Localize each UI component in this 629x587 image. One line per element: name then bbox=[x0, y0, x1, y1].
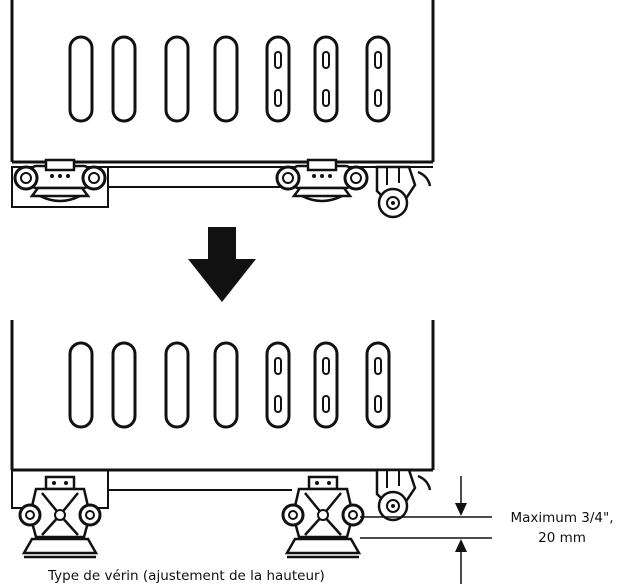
appliance-bottom bbox=[10, 320, 435, 559]
appliance-top bbox=[10, 0, 435, 219]
height-dimension bbox=[360, 476, 492, 584]
leveling-foot-right-top bbox=[275, 158, 369, 203]
leveling-foot-left-top bbox=[13, 158, 107, 203]
down-arrow-icon bbox=[188, 227, 256, 302]
caster-wheel-top bbox=[375, 165, 417, 219]
diagram-caption: Type de vérin (ajustement de la hauteur) bbox=[47, 568, 325, 584]
max-height-label-line1: Maximum 3/4", bbox=[510, 510, 613, 526]
max-height-label-line2: 20 mm bbox=[538, 530, 586, 546]
leveling-foot-right-bottom bbox=[281, 475, 365, 559]
vent-slots-bottom bbox=[68, 341, 391, 429]
caster-wheel-bottom bbox=[375, 468, 417, 522]
leveling-foot-left-bottom bbox=[18, 475, 102, 559]
vent-slots-top bbox=[68, 35, 391, 123]
